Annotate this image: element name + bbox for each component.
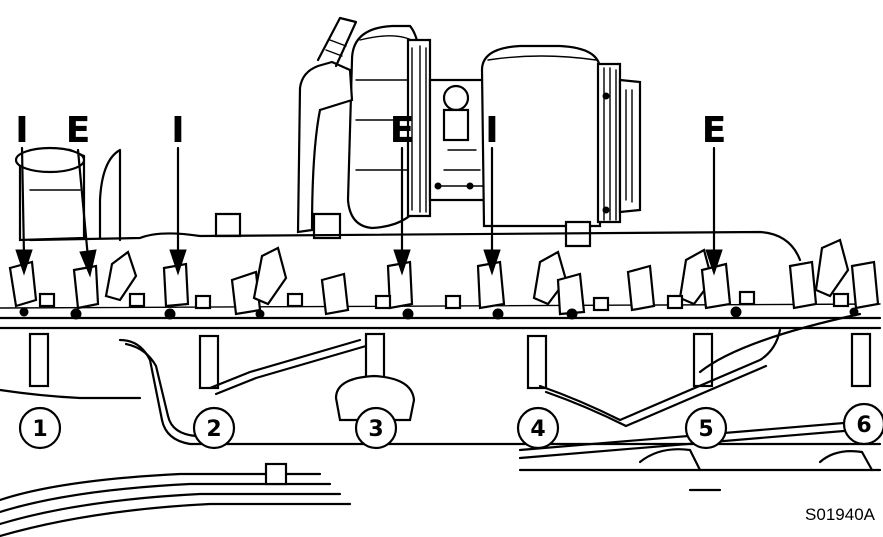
cylinder-number-2: 2 <box>206 417 221 442</box>
valve-label-exhaust-2: E <box>390 110 415 151</box>
valve-label-exhaust-1: E <box>66 110 91 151</box>
rocker-arm-row <box>0 238 882 330</box>
cylinder-number-group: 1 2 3 4 5 6 <box>18 402 883 450</box>
cylinder-number-3: 3 <box>368 417 383 442</box>
cylinder-head <box>0 312 882 537</box>
cylinder-number-1: 1 <box>32 417 47 442</box>
valve-label-group: I E I E I E <box>15 110 726 151</box>
arrow-i-2 <box>169 146 187 276</box>
arrow-e-2 <box>393 146 411 276</box>
valve-label-intake-1: I <box>15 110 28 151</box>
cylinder-number-5: 5 <box>698 417 713 442</box>
cylinder-marker-6: 6 <box>842 402 883 446</box>
cylinder-marker-2: 2 <box>192 406 236 450</box>
valve-label-intake-3: I <box>485 110 498 151</box>
valve-label-exhaust-3: E <box>702 110 727 151</box>
valve-label-intake-2: I <box>171 110 184 151</box>
arrow-i-1 <box>15 146 33 276</box>
cylinder-marker-5: 5 <box>684 406 728 450</box>
cylinder-number-4: 4 <box>530 417 545 442</box>
arrow-e-1 <box>76 148 97 278</box>
cylinder-marker-3: 3 <box>354 406 398 450</box>
cylinder-number-6: 6 <box>856 413 871 438</box>
valve-arrows <box>15 146 723 278</box>
figure-code: S01940A <box>805 505 875 524</box>
arrow-i-3 <box>483 146 501 276</box>
cylinder-marker-1: 1 <box>18 406 62 450</box>
arrow-e-3 <box>705 146 723 276</box>
cylinder-marker-4: 4 <box>516 406 560 450</box>
turbocharger <box>214 16 642 248</box>
